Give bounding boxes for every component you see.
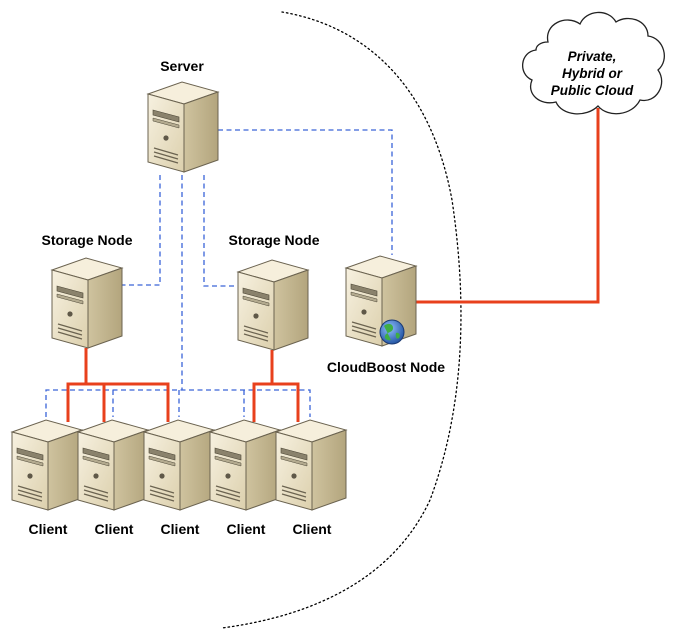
storage-node-left-icon xyxy=(51,257,123,349)
cloud-label-line: Private, xyxy=(567,49,617,64)
client-icon xyxy=(209,419,281,511)
client-label: Client xyxy=(292,521,332,537)
client-label: Client xyxy=(28,521,68,537)
globe-icon xyxy=(379,319,405,345)
cloud-label: Private, Hybrid or Public Cloud xyxy=(542,48,642,99)
link-cloudboost-to-cloud xyxy=(415,108,600,304)
server-icon xyxy=(147,81,219,173)
server-label: Server xyxy=(160,58,204,74)
data-links xyxy=(66,108,600,422)
client-icon xyxy=(143,419,215,511)
client-label: Client xyxy=(226,521,266,537)
client-label: Client xyxy=(94,521,134,537)
storage-node-right-icon xyxy=(237,259,309,351)
storage-node-left-label: Storage Node xyxy=(41,232,133,248)
link-server-to-storage-right xyxy=(203,175,242,287)
client-control-bus xyxy=(45,389,311,417)
client-icon xyxy=(275,419,347,511)
network-boundary-curve xyxy=(221,11,462,629)
cloudboost-node-label: CloudBoost Node xyxy=(326,359,446,375)
client-icon xyxy=(11,419,83,511)
storage-right-client-bus xyxy=(252,382,300,422)
storage-node-right-label: Storage Node xyxy=(228,232,320,248)
link-server-to-cloudboost xyxy=(218,129,393,255)
client-label: Client xyxy=(160,521,200,537)
client-icon xyxy=(77,419,149,511)
cloud-icon xyxy=(522,11,665,115)
storage-left-client-bus xyxy=(66,382,170,422)
link-server-to-storage-left xyxy=(122,175,161,286)
cloud-label-line: Public Cloud xyxy=(550,83,634,98)
control-links xyxy=(45,129,393,417)
cloud-label-line: Hybrid or xyxy=(561,66,622,81)
